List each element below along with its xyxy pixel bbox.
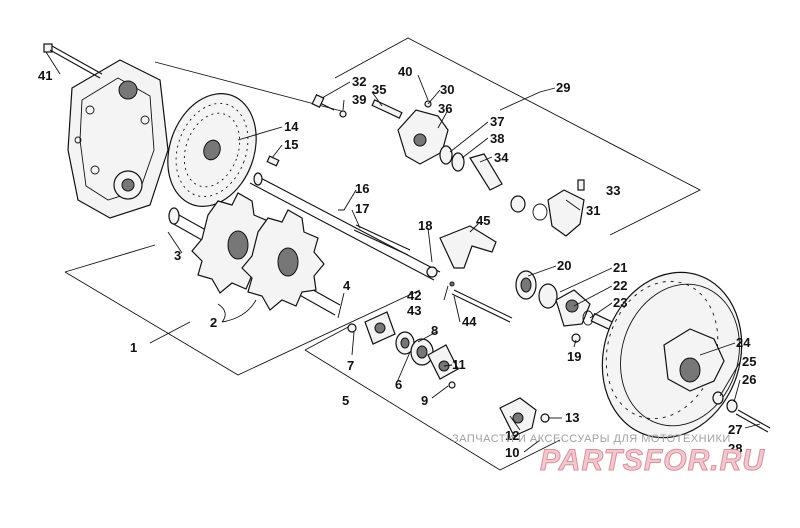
driven-pulley <box>601 271 771 439</box>
callout-36: 36 <box>438 101 452 116</box>
callout-40: 40 <box>398 64 412 79</box>
key-15 <box>266 155 280 167</box>
callout-26: 26 <box>742 372 756 387</box>
callout-15: 15 <box>284 137 298 152</box>
callout-8: 8 <box>431 323 438 338</box>
callout-45: 45 <box>476 213 490 228</box>
callout-10: 10 <box>505 445 519 460</box>
callout-43: 43 <box>407 303 421 318</box>
callout-39: 39 <box>352 92 366 107</box>
callout-22: 22 <box>613 278 627 293</box>
brake-disc <box>167 93 257 207</box>
callout-18: 18 <box>418 218 432 233</box>
callout-34: 34 <box>494 150 509 165</box>
callout-17: 17 <box>355 201 369 216</box>
callout-42: 42 <box>407 288 421 303</box>
callout-5: 5 <box>342 393 349 408</box>
callout-19: 19 <box>567 349 581 364</box>
callout-14: 14 <box>284 119 299 134</box>
brake-lever-45 <box>426 225 513 323</box>
bearings-20-23 <box>515 270 616 343</box>
callout-27: 27 <box>728 422 742 437</box>
callout-16: 16 <box>355 181 369 196</box>
leader-lines <box>45 51 761 453</box>
callout-4: 4 <box>343 278 351 293</box>
callout-23: 23 <box>613 295 627 310</box>
callout-35: 35 <box>372 82 386 97</box>
bearing-assembly-5 <box>347 311 550 437</box>
shaft-17 <box>353 224 411 256</box>
callout-2: 2 <box>210 315 217 330</box>
callout-labels: 1 2 3 4 5 6 7 8 9 10 11 12 13 14 15 16 1… <box>38 64 756 460</box>
callout-11: 11 <box>452 357 466 372</box>
callout-12: 12 <box>505 428 519 443</box>
bolt-41 <box>43 43 103 79</box>
callout-3: 3 <box>174 248 181 263</box>
callout-37: 37 <box>490 114 504 129</box>
callout-30: 30 <box>440 82 454 97</box>
callout-25: 25 <box>742 354 756 369</box>
track-drive-sprockets <box>168 192 341 316</box>
callout-32: 32 <box>352 74 366 89</box>
callout-33: 33 <box>606 183 620 198</box>
callout-38: 38 <box>490 131 504 146</box>
assembly-frame-5 <box>304 324 561 471</box>
assembly-frame-29 <box>334 37 701 236</box>
callout-29: 29 <box>556 80 570 95</box>
watermark-tagline: ЗАПЧАСТИ И АКСЕССУАРЫ ДЛЯ МОТОТЕХНИКИ <box>452 433 731 445</box>
watermark-logo: PARTSFOR.RU <box>540 444 765 477</box>
callout-24: 24 <box>736 335 751 350</box>
drive-shaft <box>249 172 441 281</box>
callout-13: 13 <box>565 410 579 425</box>
callout-1: 1 <box>130 340 137 355</box>
callout-41: 41 <box>38 68 52 83</box>
callout-20: 20 <box>557 258 571 273</box>
callout-9: 9 <box>421 393 428 408</box>
callout-44: 44 <box>462 314 477 329</box>
callout-6: 6 <box>395 377 402 392</box>
callout-21: 21 <box>613 260 627 275</box>
callout-31: 31 <box>586 203 600 218</box>
watermark: ЗАПЧАСТИ И АКСЕССУАРЫ ДЛЯ МОТОТЕХНИКИ PA… <box>452 433 765 478</box>
callout-28: 28 <box>728 441 742 456</box>
brake-caliper-group <box>311 93 585 237</box>
chaincase-housing <box>67 59 169 219</box>
callout-7: 7 <box>347 358 354 373</box>
